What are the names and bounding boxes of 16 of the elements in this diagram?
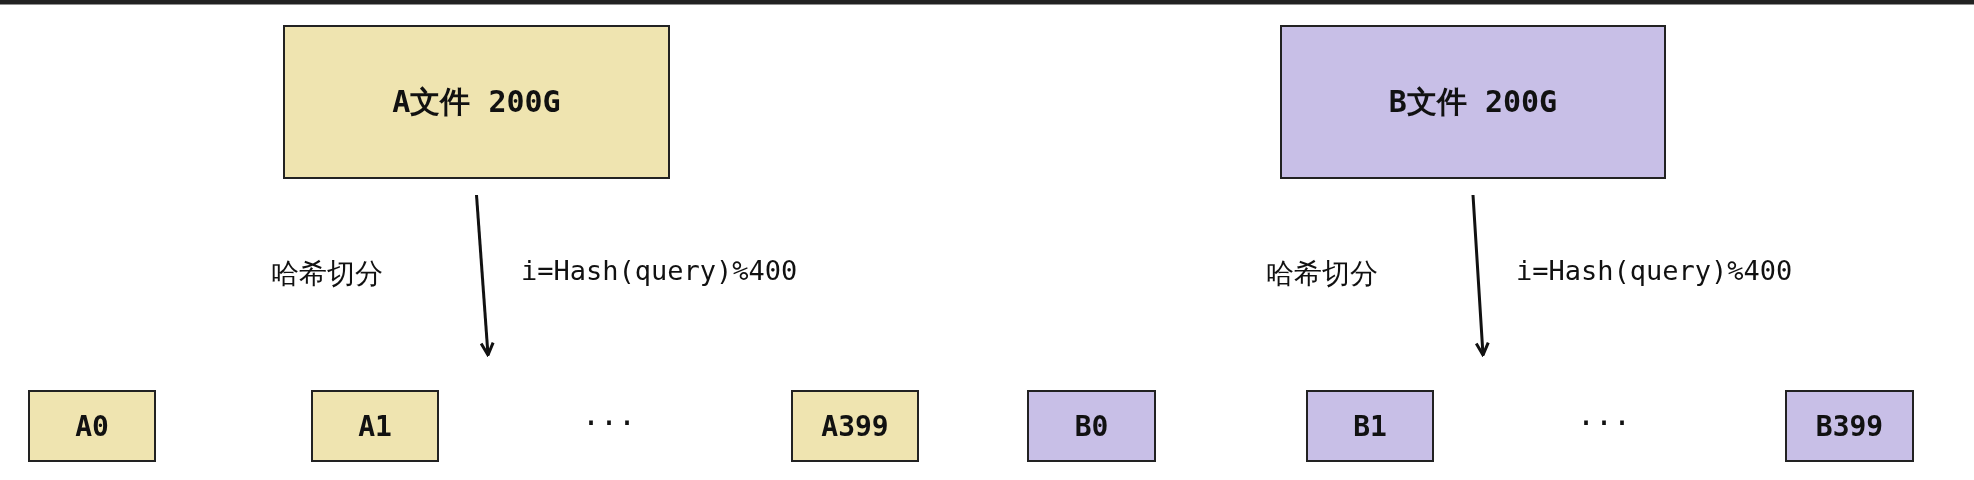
arrow xyxy=(475,194,495,357)
file-box: A399 xyxy=(791,390,919,462)
file-box: B文件 200G xyxy=(1280,25,1666,179)
file-box: A1 xyxy=(311,390,439,462)
file-box: B399 xyxy=(1785,390,1914,462)
file-box: A文件 200G xyxy=(283,25,670,179)
method-label: 哈希切分 xyxy=(1266,256,1378,292)
file-box: A0 xyxy=(28,390,156,462)
method-label: 哈希切分 xyxy=(271,256,383,292)
ellipsis-label: ··· xyxy=(1577,405,1632,440)
arrow xyxy=(1471,194,1490,357)
formula-label: i=Hash(query)%400 xyxy=(521,255,798,286)
ellipsis-label: ··· xyxy=(582,405,637,440)
file-box: B0 xyxy=(1027,390,1156,462)
formula-label: i=Hash(query)%400 xyxy=(1516,255,1793,286)
file-box: B1 xyxy=(1306,390,1434,462)
